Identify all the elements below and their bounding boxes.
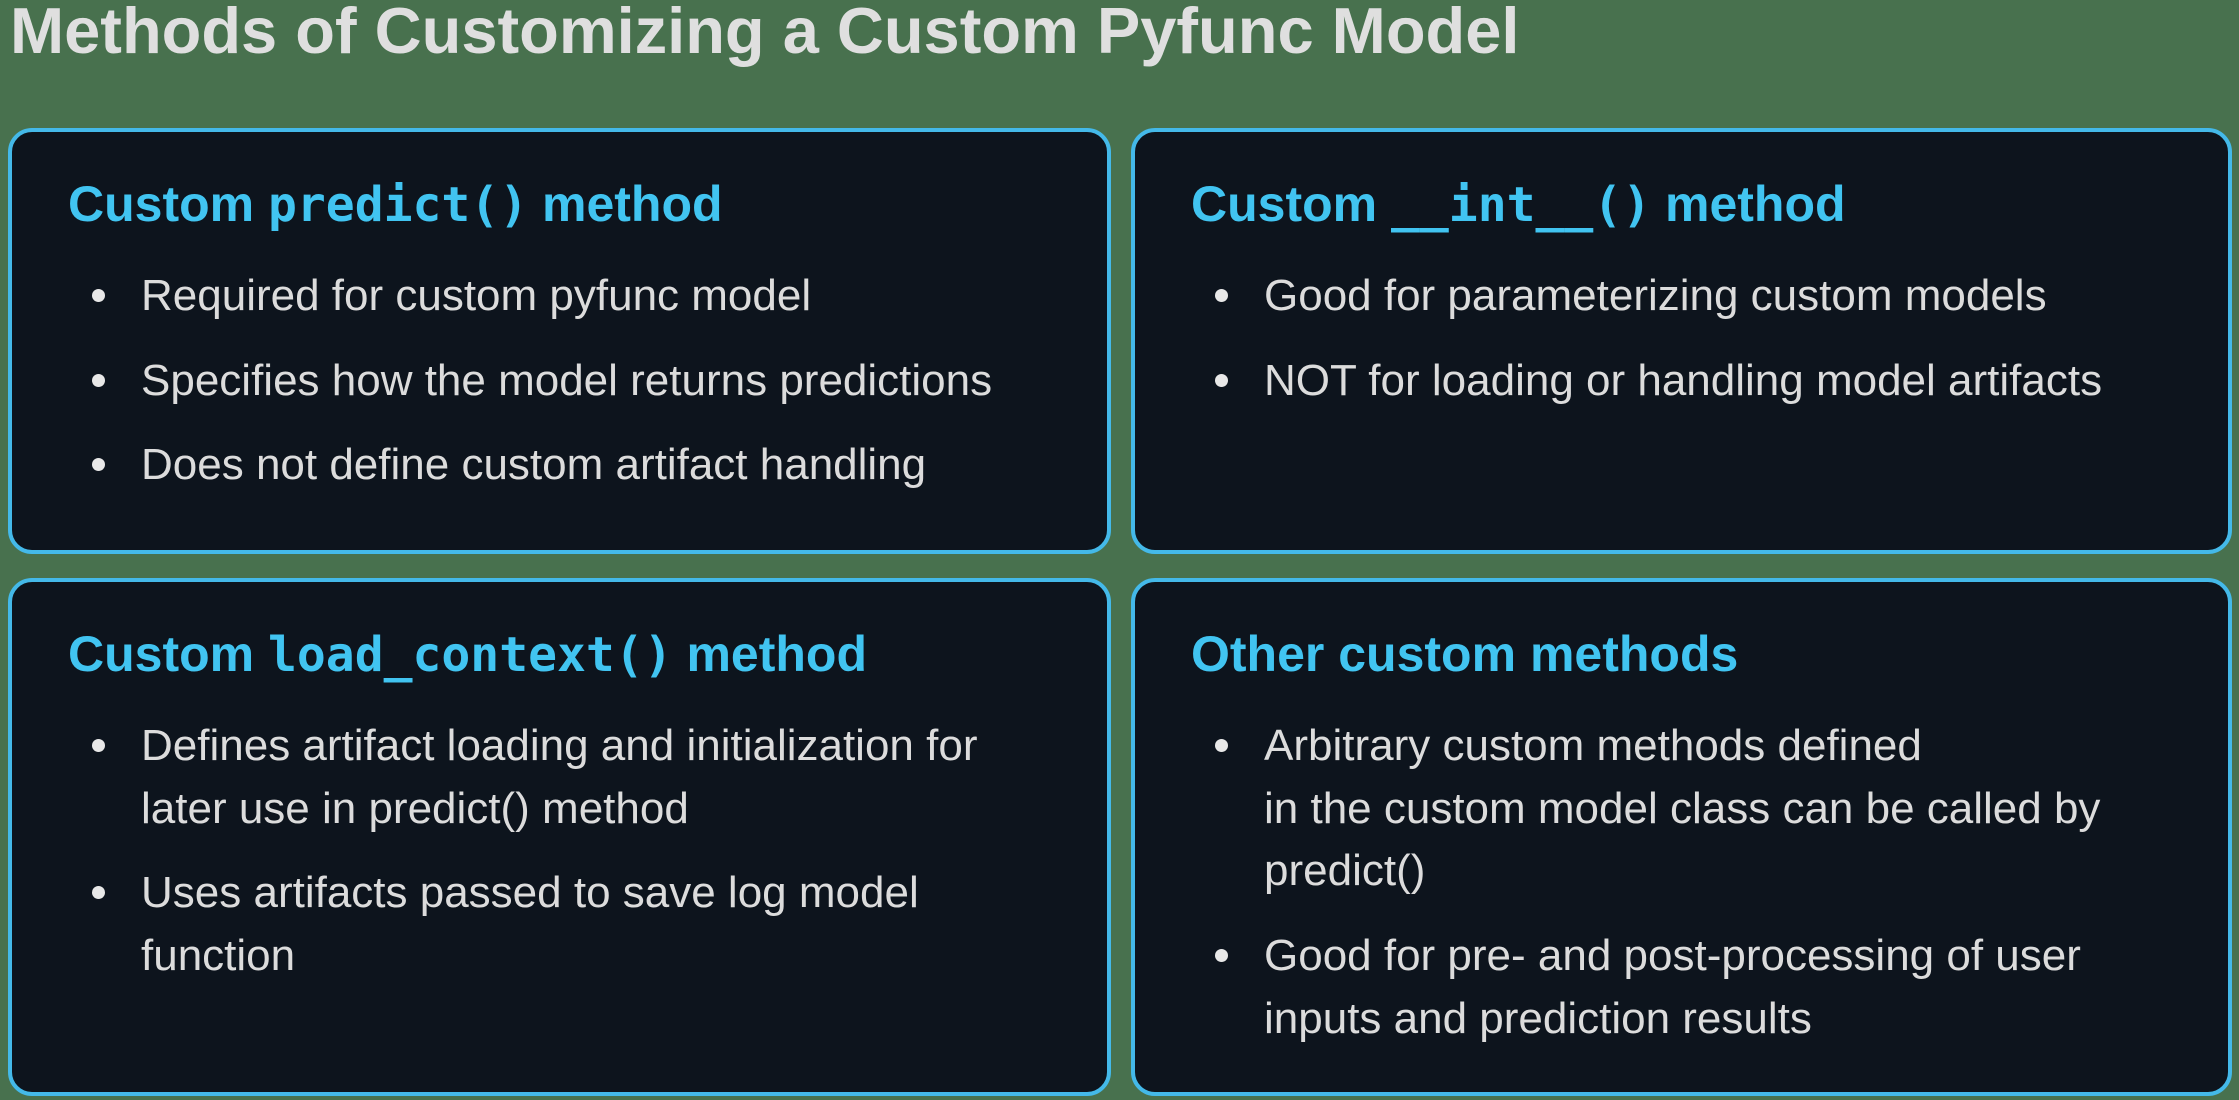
heading-suffix: method bbox=[528, 176, 723, 232]
card-custom-int-method: Custom __int__() method Good for paramet… bbox=[1131, 128, 2232, 554]
bullet-icon bbox=[1215, 288, 1228, 302]
card-heading: Custom load_context() method bbox=[68, 624, 1047, 685]
card-heading: Other custom methods bbox=[1191, 624, 2168, 685]
bullet-icon bbox=[92, 886, 105, 900]
heading-code: predict() bbox=[268, 177, 529, 233]
list-item: Good for parameterizing custom models bbox=[1191, 265, 2168, 328]
bullet-icon bbox=[92, 373, 105, 387]
bullet-text: Uses artifacts passed to save log model … bbox=[141, 868, 919, 981]
list-item: Specifies how the model returns predicti… bbox=[68, 350, 1047, 413]
card-custom-predict-method: Custom predict() method Required for cus… bbox=[8, 128, 1111, 554]
heading-suffix: method bbox=[672, 626, 868, 682]
card-other-custom-methods: Other custom methods Arbitrary custom me… bbox=[1131, 578, 2232, 1096]
list-item: Arbitrary custom methods defined in the … bbox=[1191, 715, 2168, 904]
list-item: NOT for loading or handling model artifa… bbox=[1191, 350, 2168, 413]
heading-prefix: Custom bbox=[68, 626, 268, 682]
list-item: Required for custom pyfunc model bbox=[68, 265, 1047, 328]
list-item: Does not define custom artifact handling bbox=[68, 434, 1047, 497]
bullet-icon bbox=[1215, 373, 1228, 387]
bullet-list: Arbitrary custom methods defined in the … bbox=[1191, 715, 2168, 1052]
card-heading: Custom __int__() method bbox=[1191, 174, 2168, 235]
card-custom-load-context-method: Custom load_context() method Defines art… bbox=[8, 578, 1111, 1096]
bullet-text: Specifies how the model returns predicti… bbox=[141, 355, 993, 405]
bullet-list: Good for parameterizing custom models NO… bbox=[1191, 265, 2168, 413]
heading-code: load_context() bbox=[268, 627, 673, 683]
bullet-text: NOT for loading or handling model artifa… bbox=[1264, 355, 2103, 405]
heading-code: __int__() bbox=[1391, 177, 1652, 233]
heading-prefix: Other custom methods bbox=[1191, 626, 1739, 682]
bullet-icon bbox=[1215, 949, 1228, 963]
heading-suffix: method bbox=[1651, 176, 1846, 232]
bullet-icon bbox=[1215, 738, 1228, 752]
bullet-text: Good for pre- and post-processing of use… bbox=[1264, 931, 2081, 1044]
bullet-text: Does not define custom artifact handling bbox=[141, 440, 927, 490]
heading-prefix: Custom bbox=[1191, 176, 1391, 232]
bullet-icon bbox=[92, 288, 105, 302]
bullet-list: Defines artifact loading and initializat… bbox=[68, 715, 1047, 989]
list-item: Uses artifacts passed to save log model … bbox=[68, 862, 1047, 988]
bullet-list: Required for custom pyfunc model Specifi… bbox=[68, 265, 1047, 498]
heading-prefix: Custom bbox=[68, 176, 268, 232]
bullet-icon bbox=[92, 458, 105, 472]
list-item: Defines artifact loading and initializat… bbox=[68, 715, 1047, 841]
list-item: Good for pre- and post-processing of use… bbox=[1191, 925, 2168, 1051]
bullet-text: Defines artifact loading and initializat… bbox=[141, 720, 978, 833]
page-title: Methods of Customizing a Custom Pyfunc M… bbox=[10, 0, 1520, 67]
bullet-text: Good for parameterizing custom models bbox=[1264, 270, 2047, 320]
bullet-icon bbox=[92, 738, 105, 752]
bullet-text: Required for custom pyfunc model bbox=[141, 270, 812, 320]
bullet-text: Arbitrary custom methods defined in the … bbox=[1264, 720, 2101, 896]
card-heading: Custom predict() method bbox=[68, 174, 1047, 235]
